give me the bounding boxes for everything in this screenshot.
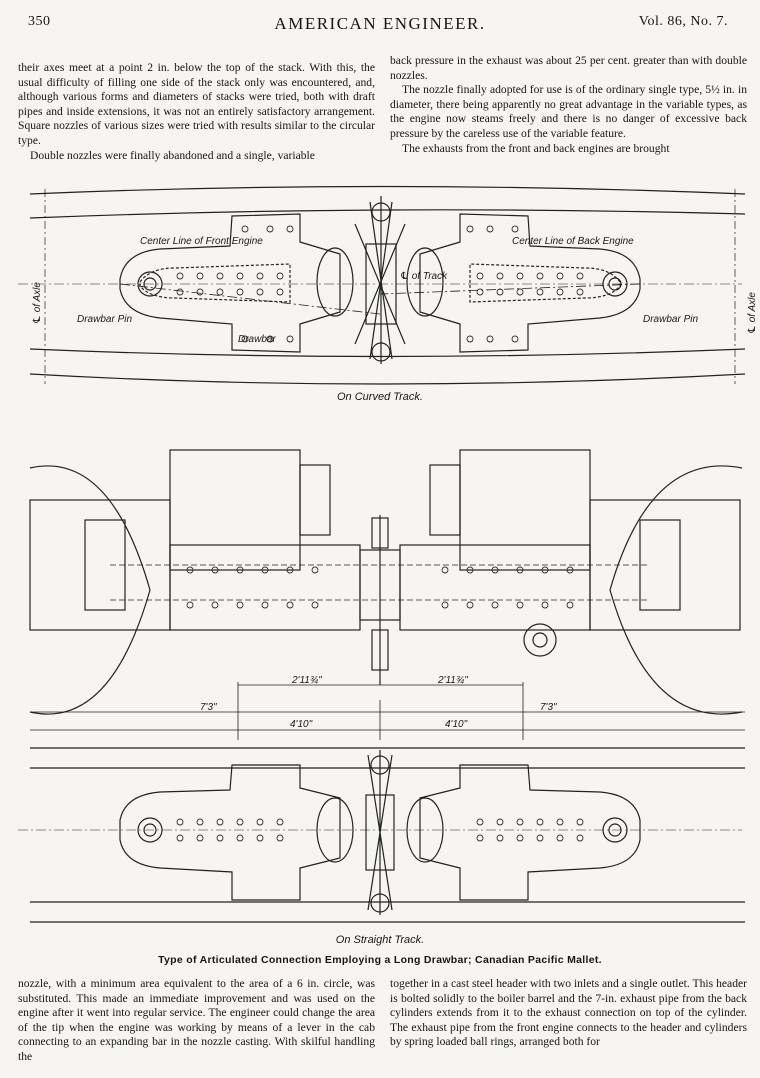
side-elevation-drawing: 2'11¾" 2'11¾" 7'3" 4'10" 4'10" 7'3": [0, 440, 760, 740]
bottom-left-column: nozzle, with a minimum area equivalent t…: [18, 977, 375, 1065]
volume-number: Vol. 86, No. 7.: [638, 14, 728, 29]
paragraph: The nozzle finally adopted for use is of…: [390, 83, 747, 140]
label-axle-left: ℄ of Axle: [32, 282, 43, 324]
top-left-column: their axes meet at a point 2 in. below t…: [18, 61, 375, 163]
straight-track-caption: On Straight Track.: [335, 934, 425, 946]
label-drawbar-pin-right: Drawbar Pin: [643, 314, 698, 325]
label-axle-right: ℄ of Axle: [747, 292, 758, 334]
dim-inner-right: 2'11¾": [437, 675, 468, 686]
journal-title: AMERICAN ENGINEER.: [274, 14, 486, 33]
bottom-right-column: together in a cast steel header with two…: [390, 977, 747, 1050]
paragraph: together in a cast steel header with two…: [390, 977, 747, 1049]
paragraph: back pressure in the exhaust was about 2…: [390, 54, 747, 82]
straight-track-drawing: [0, 740, 760, 930]
top-right-column: back pressure in the exhaust was about 2…: [390, 54, 747, 156]
page-number: 350: [28, 14, 51, 29]
dim-inner-left: 2'11¾": [291, 675, 322, 686]
label-center-back-engine: Center Line of Back Engine: [512, 236, 634, 247]
dim-outer-right: 7'3": [540, 702, 557, 713]
label-track-centerline: ℄ of Track: [400, 271, 448, 282]
paragraph: Double nozzles were finally abandoned an…: [30, 148, 315, 162]
figure-caption: Type of Articulated Connection Employing…: [158, 954, 602, 966]
label-drawbar-pin-left: Drawbar Pin: [77, 314, 132, 325]
running-header: 350 AMERICAN ENGINEER. Vol. 86, No. 7.: [0, 14, 760, 36]
label-center-front-engine: Center Line of Front Engine: [140, 236, 263, 247]
curved-track-svg: Center Line of Front Engine Center Line …: [18, 185, 758, 385]
paragraph: nozzle, with a minimum area equivalent t…: [18, 977, 375, 1063]
side-elevation-svg: 2'11¾" 2'11¾" 7'3" 4'10" 4'10" 7'3": [29, 449, 745, 740]
label-drawbar: Drawbar: [238, 334, 276, 345]
curved-track-caption: On Curved Track.: [337, 391, 423, 403]
straight-track-svg: [18, 747, 745, 923]
paragraph: their axes meet at a point 2 in. below t…: [18, 61, 375, 147]
dim-outer-left: 7'3": [200, 702, 217, 713]
dim-mid-right: 4'10": [445, 719, 468, 730]
dim-mid-left: 4'10": [290, 719, 313, 730]
curved-track-drawing: Center Line of Front Engine Center Line …: [0, 184, 760, 406]
paragraph: The exhausts from the front and back eng…: [402, 141, 670, 155]
